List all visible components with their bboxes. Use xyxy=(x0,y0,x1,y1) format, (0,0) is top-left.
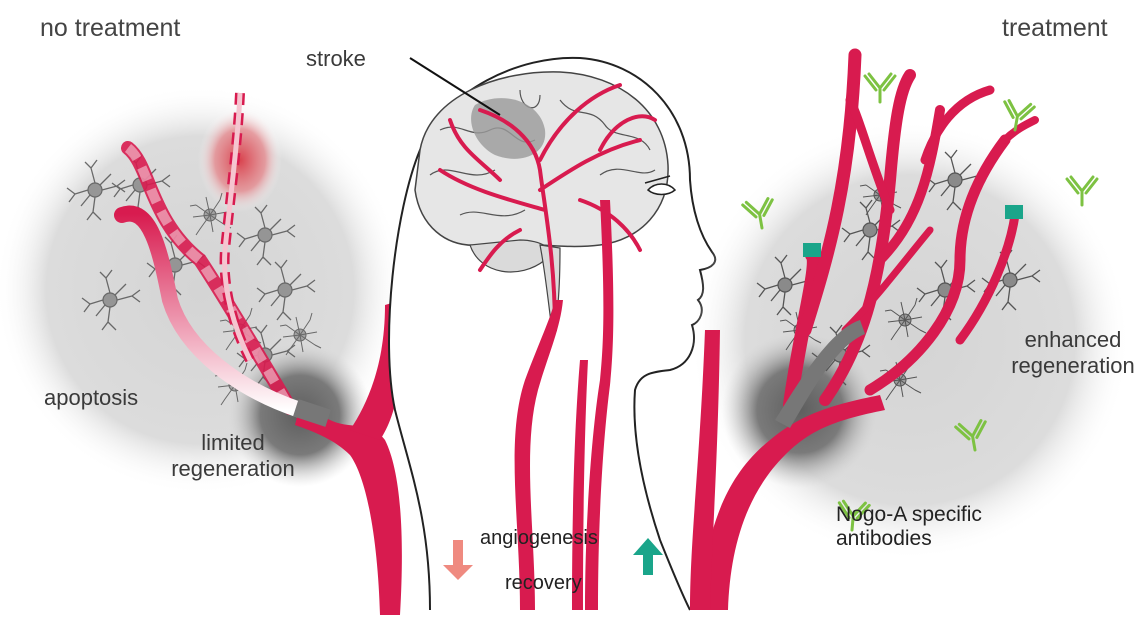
label-no-treatment: no treatment xyxy=(40,14,180,43)
label-angiogenesis: angiogenesis xyxy=(480,527,598,550)
label-recovery: recovery xyxy=(505,572,582,595)
left-panel xyxy=(0,85,405,615)
label-apoptosis: apoptosis xyxy=(44,385,138,411)
label-enhanced-line1: enhanced xyxy=(1008,327,1138,353)
right-cap-2 xyxy=(1005,205,1023,219)
label-treatment: treatment xyxy=(1002,14,1108,43)
label-limited-line2: regeneration xyxy=(168,456,298,482)
label-limited-regeneration: limited regeneration xyxy=(168,430,298,482)
label-stroke: stroke xyxy=(306,46,366,72)
label-antibodies-line2: antibodies xyxy=(836,527,982,551)
label-antibodies-line1: Nogo-A specific xyxy=(836,503,982,527)
label-enhanced-line2: regeneration xyxy=(1008,353,1138,379)
label-limited-line1: limited xyxy=(168,430,298,456)
label-antibodies: Nogo-A specific antibodies xyxy=(836,503,982,551)
label-enhanced-regeneration: enhanced regeneration xyxy=(1008,327,1138,379)
right-cap-1 xyxy=(803,243,821,257)
